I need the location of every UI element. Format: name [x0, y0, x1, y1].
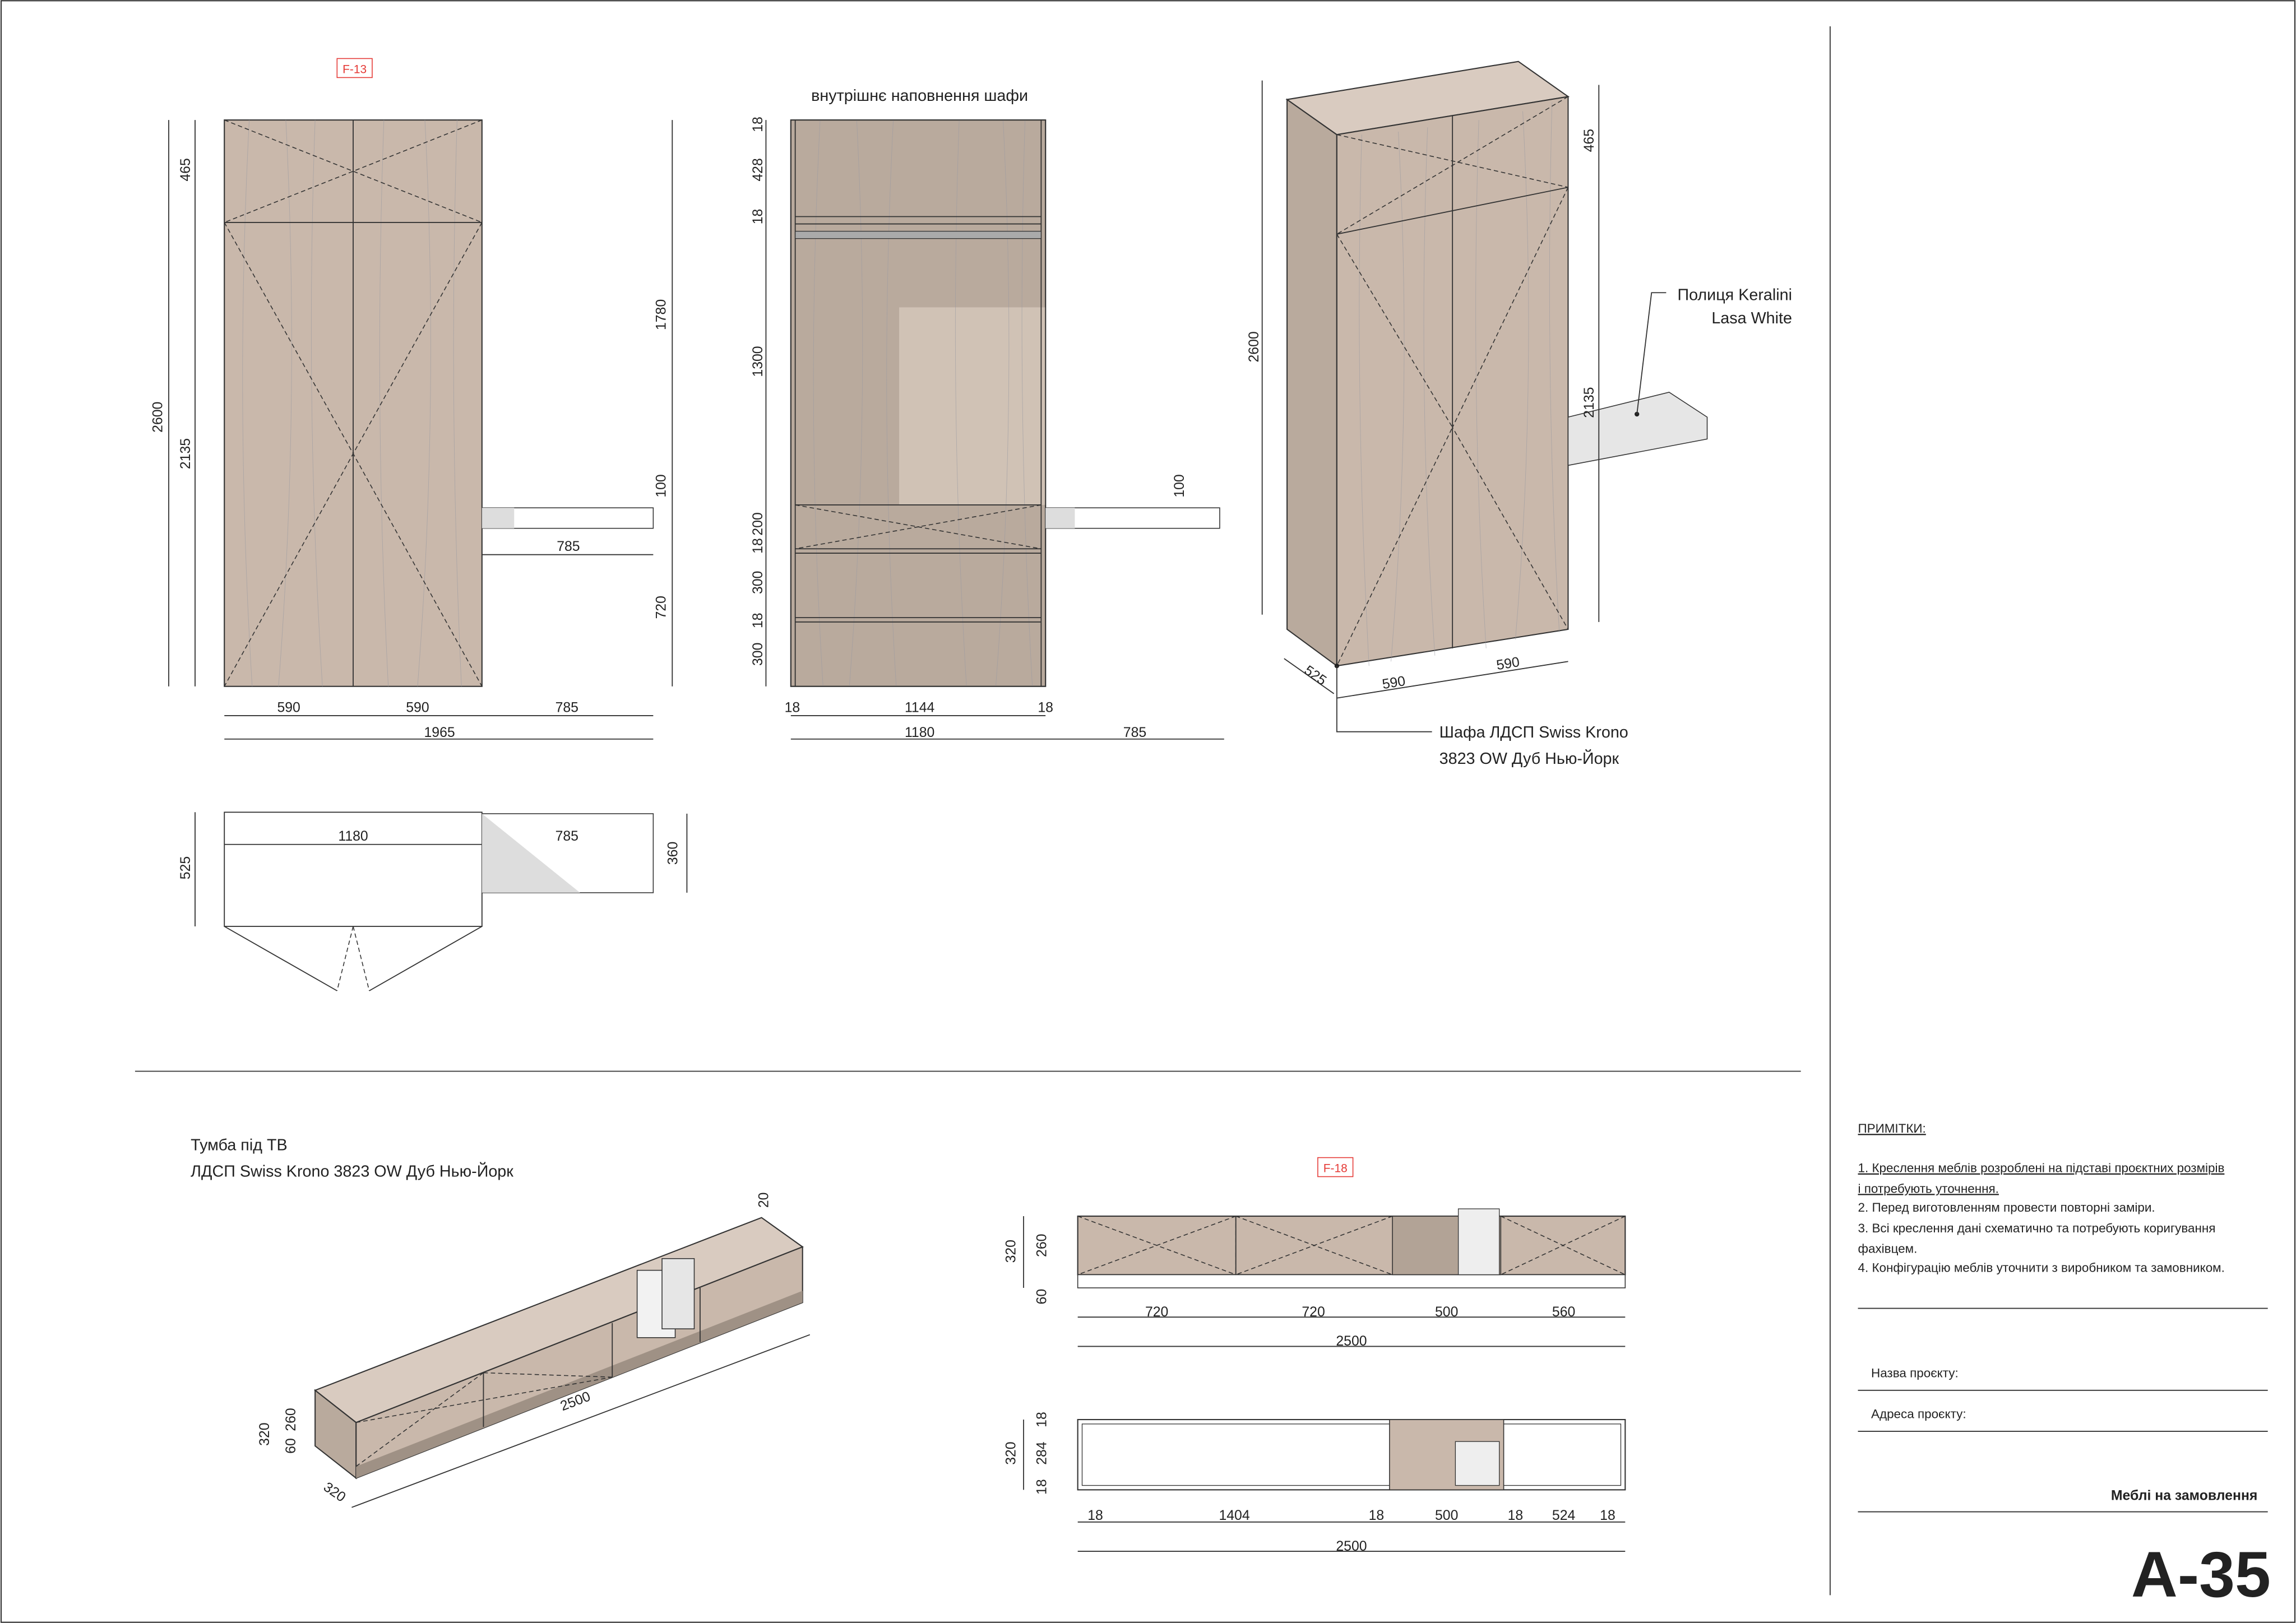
- dimension-label: 2500: [1336, 1539, 1367, 1554]
- dimension-label: 300: [751, 571, 766, 594]
- dimension-label: 525: [178, 856, 193, 879]
- wardrobe-inner-view: внутрішнє наповнення шафи: [765, 87, 1224, 740]
- dimension-label: 320: [1004, 1441, 1019, 1464]
- dimension-label: 590: [406, 700, 429, 715]
- dimension-label: 720: [1145, 1305, 1168, 1320]
- shelf-label-line2: Lasa White: [1711, 309, 1792, 327]
- dimension-label: 524: [1552, 1508, 1576, 1523]
- dimension-label: 785: [557, 539, 580, 554]
- project-address-label: Адреса проєкту:: [1871, 1407, 1966, 1421]
- material-label-line2: 3823 OW Дуб Нью-Йорк: [1439, 749, 1619, 768]
- material-label-line1: Шафа ЛДСП Swiss Krono: [1439, 724, 1628, 741]
- dimension-label: 18: [785, 700, 800, 715]
- dimension-label: 320: [257, 1422, 272, 1445]
- dimension-label: 20: [756, 1193, 771, 1208]
- note-line: 4. Конфігурацію меблів уточнити з виробн…: [1858, 1260, 2225, 1274]
- dimension-label: 500: [1435, 1305, 1458, 1320]
- tv-unit-tag: F-18: [1323, 1162, 1348, 1175]
- project-name-label: Назва проєкту:: [1871, 1366, 1959, 1380]
- dimension-label: 200: [751, 512, 766, 535]
- dimension-label: 1780: [654, 299, 669, 330]
- dimension-label: 1180: [338, 829, 368, 844]
- notes-title: ПРИМІТКИ:: [1858, 1121, 1926, 1135]
- dimension-label: 18: [1600, 1508, 1615, 1523]
- dimension-label: 18: [1087, 1508, 1103, 1523]
- studio-label: Меблі на замовлення: [2111, 1488, 2258, 1504]
- note-line: 3. Всі креслення дані схематично та потр…: [1858, 1221, 2216, 1235]
- dimension-label: 260: [1035, 1234, 1050, 1257]
- tv-unit-title: Тумба під ТВ: [191, 1137, 288, 1154]
- dimension-label: 2135: [178, 438, 193, 469]
- dimension-label: 18: [1508, 1508, 1524, 1523]
- wardrobe-isometric: Полиця Keralini Lasa White Шафа ЛДСП Swi…: [1261, 61, 1792, 768]
- dimension-label: 1300: [751, 346, 766, 377]
- dimension-label: 284: [1035, 1441, 1050, 1465]
- dimension-label: 720: [654, 596, 669, 619]
- dimension-label: 1144: [905, 700, 935, 715]
- dimension-label: 18: [751, 117, 766, 132]
- dimension-label: 785: [556, 829, 578, 844]
- note-line: і потребують уточнення.: [1858, 1181, 1999, 1195]
- dimension-label: 590: [1496, 655, 1521, 673]
- note-line: фахівцем.: [1858, 1241, 1918, 1255]
- dimension-label: 2500: [1336, 1334, 1367, 1349]
- dimension-label: 1404: [1219, 1508, 1249, 1523]
- dimension-label: 18: [1035, 1412, 1050, 1427]
- dimension-label: 18: [1038, 700, 1053, 715]
- note-line: 1. Креслення меблів розроблені на підста…: [1858, 1161, 2225, 1175]
- tag-box: [336, 58, 373, 78]
- dimension-label: 320: [1004, 1240, 1019, 1263]
- dimension-label: 590: [277, 700, 300, 715]
- dimension-label: 2135: [1582, 387, 1597, 418]
- dimension-label: 590: [1381, 674, 1406, 692]
- dimension-label: 18: [751, 613, 766, 628]
- shelf-label-line1: Полиця Keralini: [1677, 286, 1792, 304]
- dimension-label: 1965: [424, 725, 455, 740]
- dimension-label: 1180: [905, 725, 934, 740]
- tv-unit-section: Тумба під ТВ ЛДСП Swiss Krono 3823 OW Ду…: [191, 1137, 1626, 1552]
- wardrobe-plan-view: [195, 812, 688, 991]
- title-block: ПРИМІТКИ: 1. Креслення меблів розроблені…: [1858, 1121, 2271, 1611]
- dimension-label: 720: [1302, 1305, 1325, 1320]
- dimension-label: 18: [1035, 1479, 1050, 1495]
- dimension-label: 18: [751, 209, 766, 225]
- tv-unit-material: ЛДСП Swiss Krono 3823 OW Дуб Нью-Йорк: [191, 1162, 513, 1181]
- inner-view-title: внутрішнє наповнення шафи: [811, 87, 1028, 105]
- dimension-label: 260: [284, 1408, 299, 1431]
- wardrobe-front-view: F-13: [168, 58, 673, 740]
- dimension-label: 18: [751, 538, 766, 554]
- dimension-label: 2600: [150, 402, 165, 433]
- wardrobe-tag: F-13: [342, 63, 367, 76]
- dimension-label: 60: [284, 1438, 299, 1454]
- dimension-label: 785: [556, 700, 578, 715]
- dimension-label: 560: [1552, 1305, 1575, 1320]
- dimension-label: 2600: [1247, 331, 1262, 362]
- dimension-label: 300: [751, 643, 766, 666]
- dimension-label: 18: [1369, 1508, 1385, 1523]
- dimension-label: 100: [654, 474, 669, 497]
- sheet-code: A-35: [2131, 1539, 2271, 1611]
- dimension-label: 100: [1172, 474, 1187, 497]
- dimension-label: 428: [751, 158, 766, 181]
- dimension-label: 500: [1435, 1508, 1458, 1523]
- dimension-label: 360: [665, 842, 681, 865]
- dimension-label: 60: [1035, 1289, 1050, 1305]
- dimension-label: 465: [1582, 129, 1597, 152]
- note-line: 2. Перед виготовленням провести повторні…: [1858, 1200, 2155, 1214]
- dimension-label: 785: [1123, 725, 1146, 740]
- dimension-label: 465: [178, 158, 193, 181]
